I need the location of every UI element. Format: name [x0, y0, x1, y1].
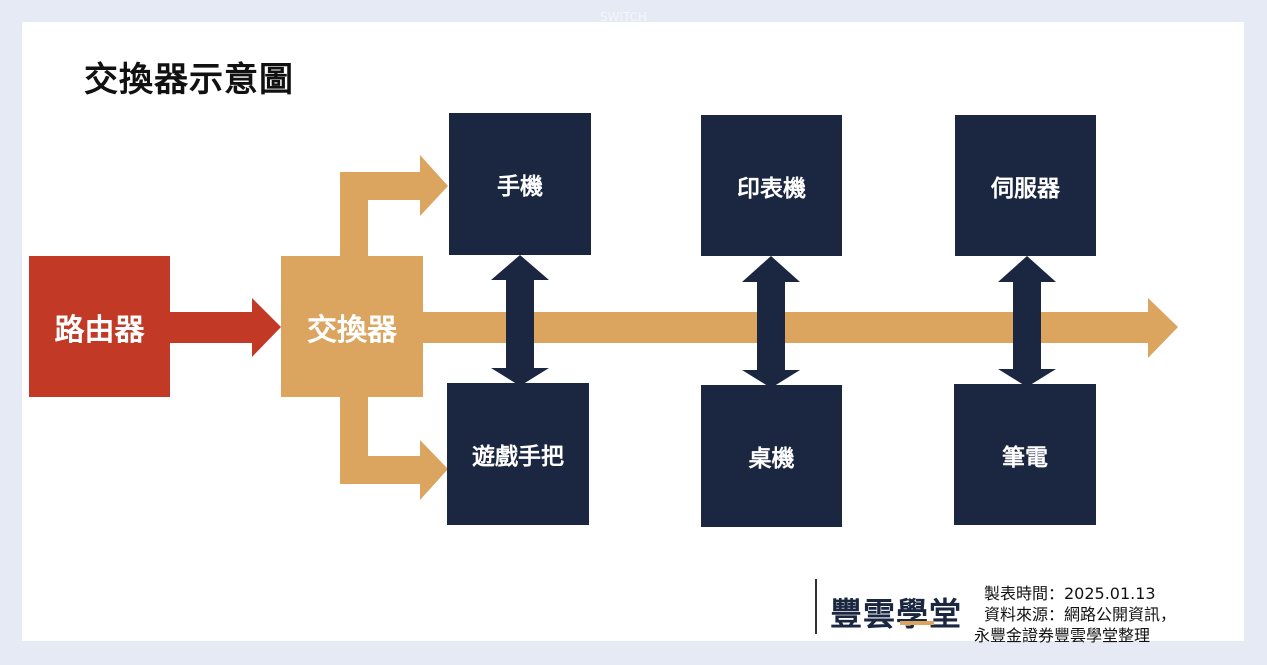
router-to-switch-arrow [170, 298, 281, 357]
device-phone: 手機 [449, 113, 591, 255]
router-node: 路由器 [29, 256, 170, 397]
switch-bus-arrow [423, 298, 1178, 358]
device-laptop: 筆電 [954, 384, 1096, 525]
ghost-label: SWITCH [600, 10, 648, 24]
server-laptop-link-arrow [998, 256, 1056, 387]
logo-accent-bar [900, 621, 934, 625]
phone-gamepad-link-arrow [491, 255, 549, 386]
page-title: 交換器示意圖 [84, 60, 294, 100]
switch-to-bottom-arrow [340, 397, 448, 500]
device-server: 伺服器 [955, 115, 1096, 256]
footer-source: 資料來源：網路公開資訊， [984, 605, 1177, 624]
printer-desktop-link-arrow [742, 256, 800, 388]
footer-credit: 永豐金證券豐雲學堂整理 [974, 626, 1151, 645]
switch-node: 交換器 [281, 256, 423, 397]
device-printer: 印表機 [701, 115, 842, 256]
brand-logo: 豐雲學堂 [830, 595, 963, 633]
footer-divider [815, 579, 817, 634]
device-desktop: 桌機 [701, 385, 842, 527]
switch-to-top-arrow [340, 155, 448, 257]
device-gamepad: 遊戲手把 [447, 383, 589, 525]
footer-date: 製表時間：2025.01.13 [984, 584, 1156, 603]
